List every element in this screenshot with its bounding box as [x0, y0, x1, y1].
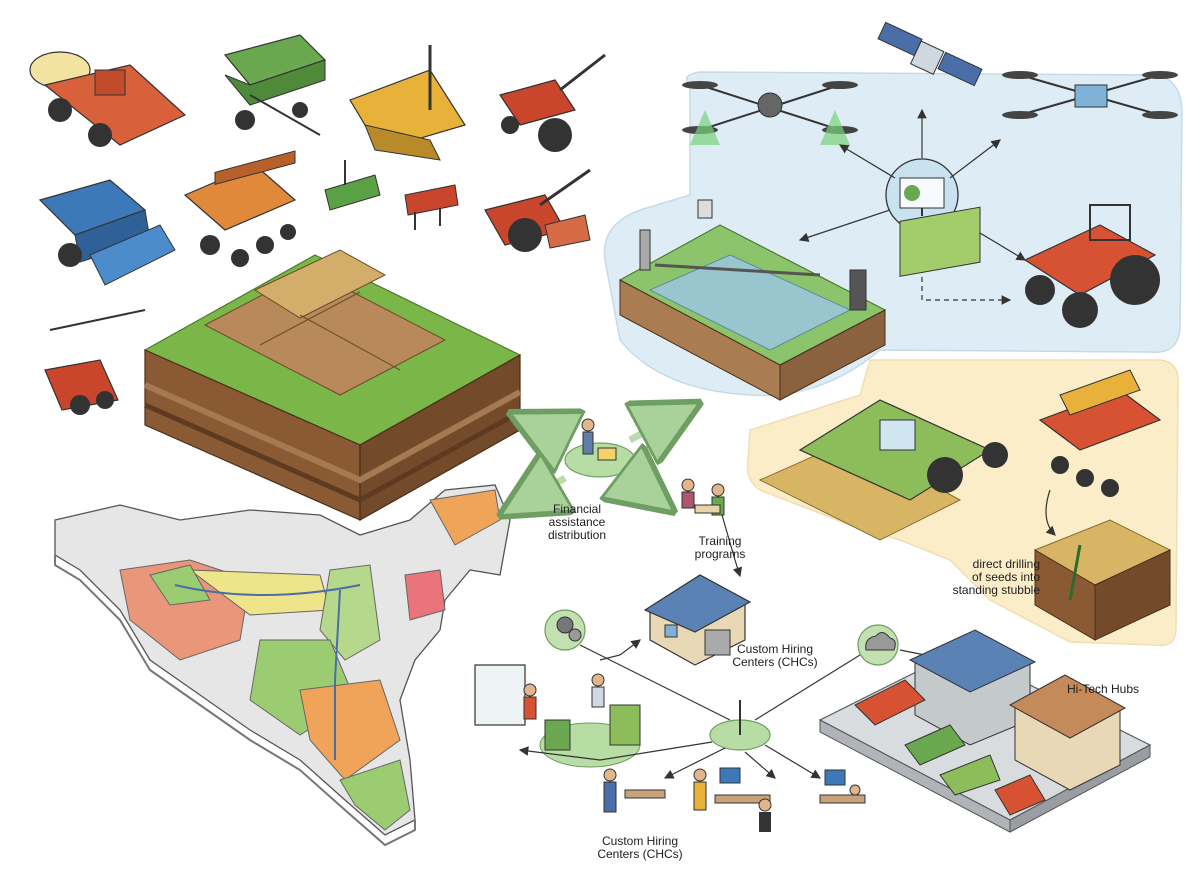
happy-seeder — [1038, 369, 1162, 497]
seed-planter-orange — [183, 150, 297, 267]
custom-hiring-center-building — [643, 574, 752, 666]
rotary-tiller-red — [44, 309, 146, 415]
hi-tech-hub-facility — [818, 629, 1152, 833]
training-screen-station — [474, 664, 537, 726]
combine-harvester-green — [758, 206, 1008, 541]
chc-bottom-label: Custom Hiring Centers (CHCs) — [597, 834, 683, 861]
arrow-to-training — [630, 478, 665, 505]
gear-icon — [544, 609, 586, 651]
rotavator-tiller-red — [484, 168, 591, 252]
arrow-to-field — [520, 418, 565, 440]
cultivator-green — [324, 160, 381, 211]
worker-desks — [603, 767, 866, 832]
satellite-icon — [877, 21, 983, 87]
land-leveler-yellow — [349, 45, 466, 161]
tractor-red — [1023, 204, 1160, 328]
hi-tech-hubs-label: Hi-Tech Hubs — [1066, 682, 1140, 696]
combine-harvester-blue — [38, 179, 176, 286]
operator-station — [539, 673, 641, 768]
training-group — [681, 478, 725, 516]
monitor-icon — [885, 158, 959, 232]
drone-left — [682, 81, 858, 145]
arrow-to-precision — [630, 408, 690, 440]
stubble-drilling-label: direct drilling of seeds into standing s… — [952, 557, 1040, 597]
chc-mid-label: Custom Hiring Centers (CHCs) — [732, 642, 818, 669]
drone-right — [1002, 71, 1178, 119]
farm-field-block — [143, 249, 522, 522]
harvester-tanker-machine — [29, 51, 187, 147]
irrigation-field — [618, 199, 887, 401]
seed-drill-green — [223, 34, 327, 136]
india-state-map — [54, 484, 511, 847]
cloud-icon — [857, 624, 899, 666]
central-hub-platform — [709, 700, 771, 751]
cultivator-red — [404, 184, 459, 230]
stubble-soil-section — [1033, 519, 1172, 641]
arrow-to-map — [510, 478, 565, 510]
power-tiller-red — [499, 53, 606, 152]
financial-hub — [564, 418, 636, 478]
financial-assistance-label: Financial assistance distribution — [547, 502, 607, 542]
training-programs-label: Training programs — [694, 534, 746, 561]
